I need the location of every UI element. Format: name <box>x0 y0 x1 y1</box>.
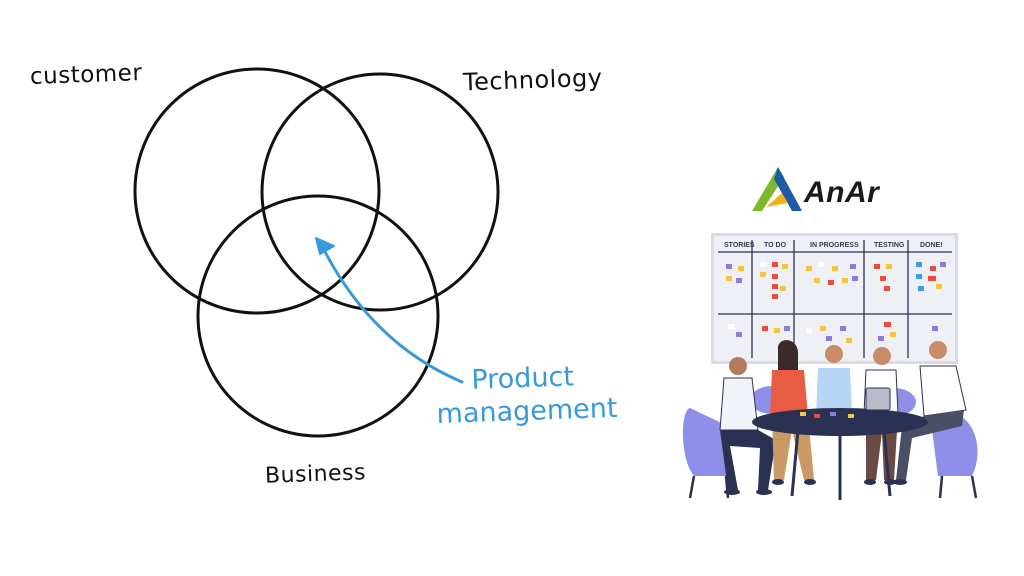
kanban-grid <box>718 240 952 358</box>
label-business: Business <box>264 460 367 489</box>
annotation-line-2: management <box>436 392 618 431</box>
anar-logo: AnAr <box>748 163 918 215</box>
arrow-head-icon <box>315 237 335 255</box>
column-header-todo: TO DO <box>764 242 787 249</box>
person-center <box>816 345 852 414</box>
label-technology: Technology <box>462 63 603 97</box>
circle-technology <box>260 72 500 312</box>
column-header-in-progress: IN PROGRESS <box>810 242 859 249</box>
sticky-notes <box>726 262 946 343</box>
column-header-testing: TESTING <box>874 242 905 249</box>
person-left <box>719 357 776 490</box>
circle-customer <box>133 67 381 315</box>
team-meeting-illustration <box>682 340 978 500</box>
column-header-done: DONE! <box>920 242 943 249</box>
circle-business <box>196 194 440 438</box>
label-customer: customer <box>29 60 143 90</box>
table-top <box>752 408 928 436</box>
logo-text: AnAr <box>804 176 880 209</box>
laptop-icon <box>865 387 891 411</box>
kanban-board: STORIES TO DO IN PROGRESS TESTING DONE! <box>711 233 958 364</box>
product-management-annotation: Product management <box>435 359 618 431</box>
anar-logo-icon <box>752 167 802 211</box>
annotation-arrow <box>321 246 464 384</box>
column-header-stories: STORIES <box>724 242 755 249</box>
